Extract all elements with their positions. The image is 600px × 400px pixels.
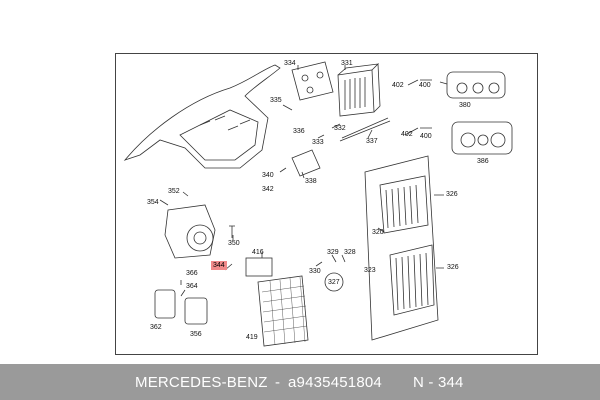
caption-separator: - [275,374,281,391]
callout-356: 356 [190,331,202,338]
callout-326a: 326 [446,191,458,198]
callout-338: 338 [305,178,317,185]
callout-344-highlighted: 344 [211,261,227,270]
callout-362: 362 [150,324,162,331]
caption-position: N - 344 [413,374,464,391]
callout-402b: 402 [401,131,413,138]
caption-brand: MERCEDES-BENZ [135,374,268,391]
module-331 [337,69,375,117]
callout-416: 416 [252,249,264,256]
callout-400a: 400 [419,82,431,89]
callout-402a: 402 [392,82,404,89]
caption-bar: MERCEDES-BENZ - a9435451804 N - 344 [0,364,600,400]
callout-386: 386 [477,158,489,165]
callout-419: 419 [246,334,258,341]
dashboard-inner [179,109,259,161]
part-327 [324,272,344,292]
callout-364: 364 [186,283,198,290]
callout-350: 350 [228,240,240,247]
filter-419 [257,275,309,347]
callout-352: 352 [168,188,180,195]
switch-panel-386 [451,121,513,155]
callout-354: 354 [147,199,159,206]
callout-337: 337 [366,138,378,145]
dashboard-vents [199,115,251,131]
callout-320: 320 [372,229,384,236]
callout-334: 334 [284,60,296,67]
callout-329: 329 [327,249,339,256]
dashboard-outline [123,64,281,169]
callout-332: 332 [334,125,346,132]
callout-323: 323 [364,267,376,274]
part-356 [184,297,208,325]
component-338 [291,149,321,177]
part-362 [154,289,176,319]
callout-336: 336 [293,128,305,135]
callout-340: 340 [262,172,274,179]
callout-326b: 326 [447,264,459,271]
caption-part-number: a9435451804 [288,374,382,391]
diagram-frame [115,53,538,355]
callout-366: 366 [186,270,198,277]
rod-337 [339,117,391,142]
callout-333: 333 [312,139,324,146]
switch-panel-380 [446,71,506,99]
control-unit-panel [364,155,439,341]
bracket-334 [291,61,334,101]
callout-331: 331 [341,60,353,67]
callout-342: 342 [262,186,274,193]
callout-380: 380 [459,102,471,109]
light-switch-344 [164,204,216,259]
callout-328: 328 [344,249,356,256]
callout-335: 335 [270,97,282,104]
connector-416 [245,257,273,277]
callout-330: 330 [309,268,321,275]
callout-327: 327 [328,279,340,286]
callout-400b: 400 [420,133,432,140]
